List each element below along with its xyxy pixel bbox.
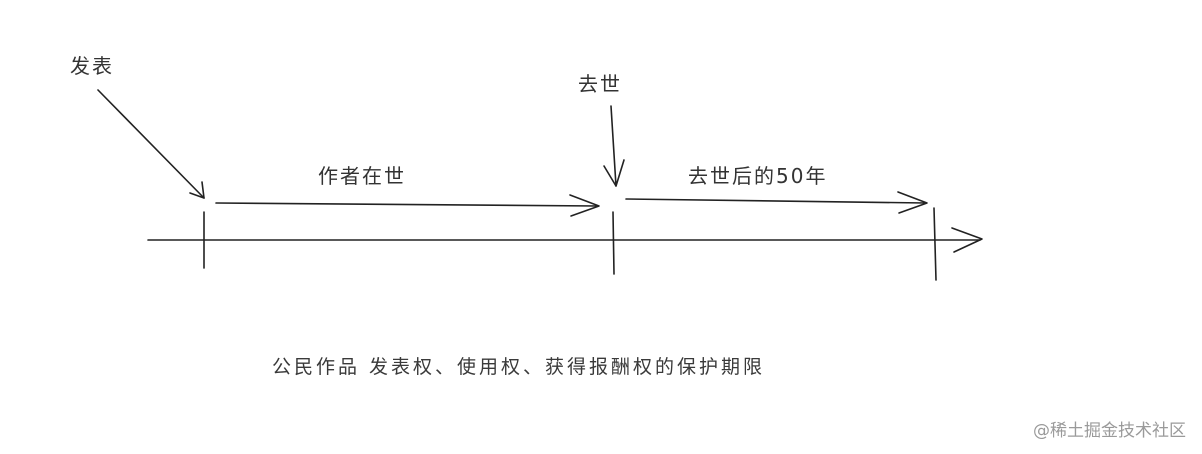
death-tick bbox=[612, 211, 615, 275]
death-pointer-arrow bbox=[610, 105, 617, 187]
timeline-axis-arrowhead bbox=[951, 227, 983, 253]
publish-pointer-arrowhead bbox=[189, 181, 205, 199]
end-tick bbox=[933, 207, 937, 281]
publish-label: 发表 bbox=[70, 54, 114, 78]
after-death-span-arrow bbox=[625, 198, 927, 204]
author-alive-span-arrowhead bbox=[569, 194, 600, 217]
death-label: 去世 bbox=[578, 72, 622, 96]
author-alive-span-arrow bbox=[215, 202, 599, 207]
after-death-label: 去世后的50年 bbox=[688, 164, 828, 188]
diagram-caption: 公民作品 发表权、使用权、获得报酬权的保护期限 bbox=[272, 356, 766, 378]
after-death-span-arrowhead bbox=[897, 191, 928, 214]
death-pointer-arrowhead bbox=[603, 159, 625, 187]
watermark: @稀土掘金技术社区 bbox=[1033, 421, 1186, 441]
publish-pointer-arrow bbox=[97, 89, 205, 199]
author-alive-label: 作者在世 bbox=[318, 164, 406, 188]
